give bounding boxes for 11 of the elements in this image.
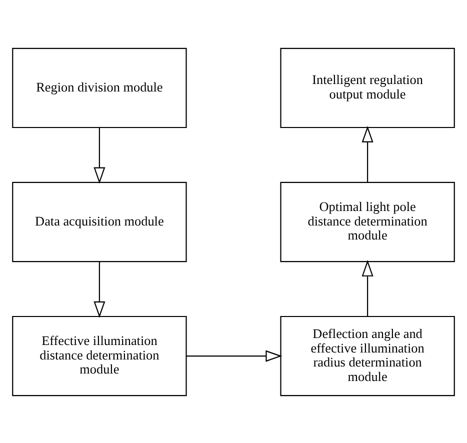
node-box: Deflection angle and effective illumination radius determination module [280, 315, 455, 396]
node-box: Data acquisition module [12, 181, 187, 262]
node-box: Optimal light pole distance determination module [280, 181, 455, 262]
arrow [94, 127, 106, 184]
node-box: Region division module [12, 47, 187, 128]
arrow [362, 125, 374, 182]
arrow [362, 259, 374, 316]
arrow [94, 261, 106, 318]
node-box: Effective illumination distance determination module [12, 315, 187, 396]
node-box: Intelligent regulation output module [280, 47, 455, 128]
arrow [186, 350, 282, 362]
